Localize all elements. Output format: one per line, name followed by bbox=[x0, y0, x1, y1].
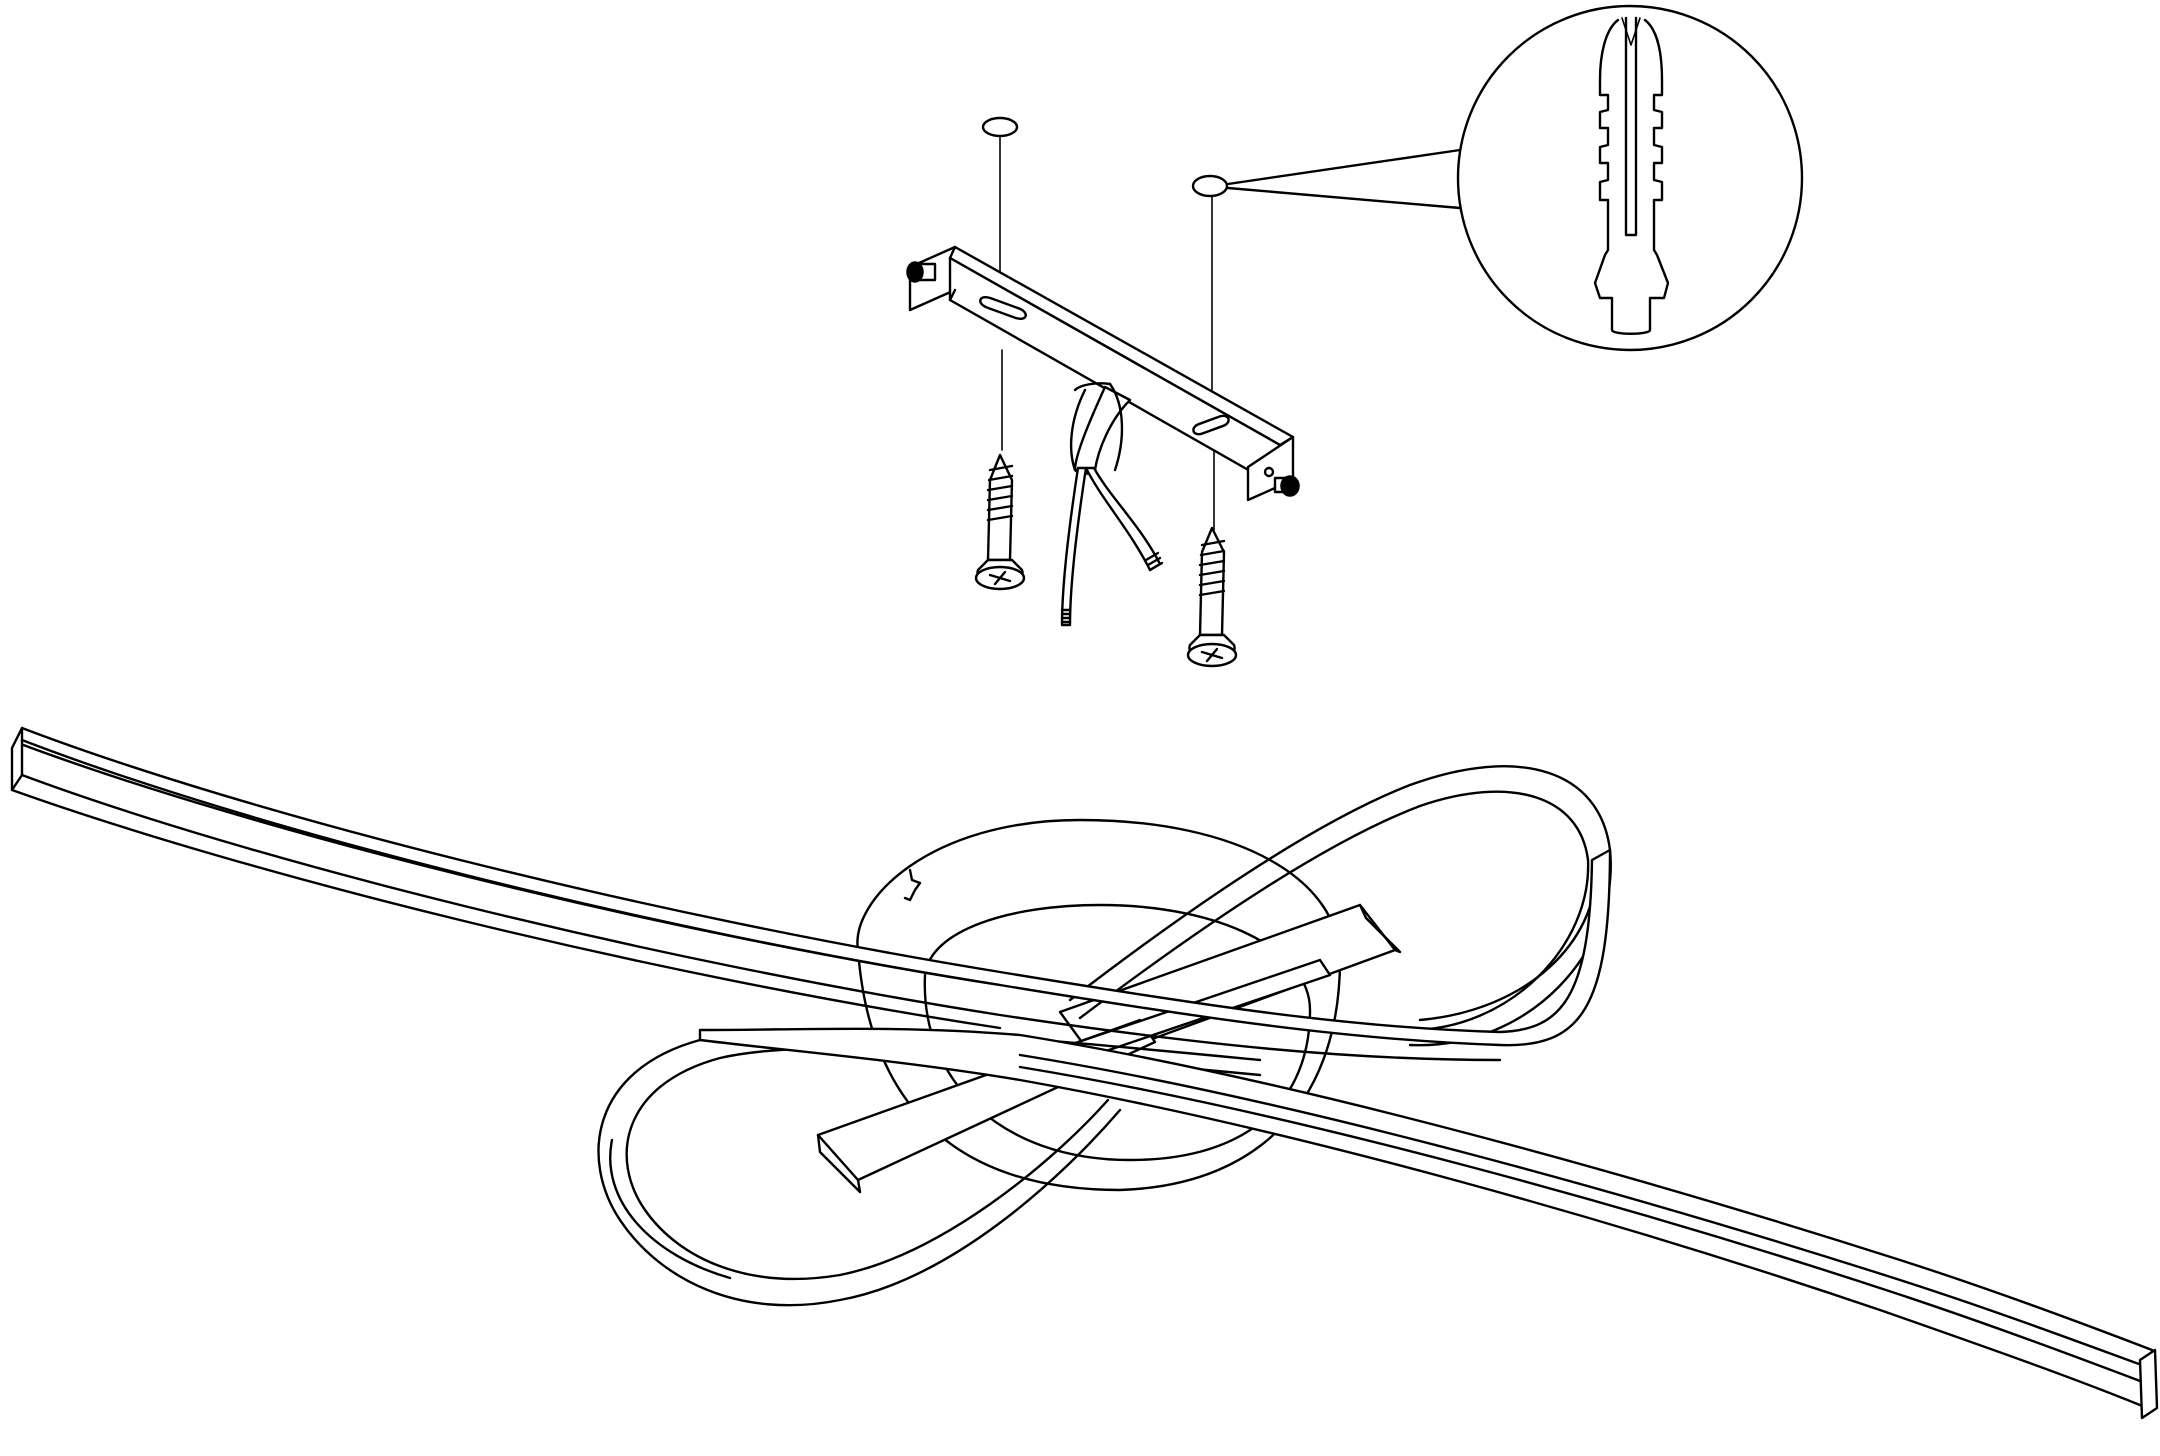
ribbon-arm-right-end bbox=[2138, 1348, 2159, 1420]
canopy-keyhole bbox=[903, 868, 922, 902]
ribbon-loop-rear-outer bbox=[1068, 765, 1612, 1047]
bracket-slot-left bbox=[979, 296, 1027, 320]
callout-circle bbox=[1456, 4, 1804, 352]
drill-hole-right bbox=[1191, 174, 1229, 198]
power-cable bbox=[1060, 382, 1164, 627]
ribbon-arm-lower bbox=[698, 1027, 2154, 1412]
callout-leader-top bbox=[1226, 148, 1462, 186]
ribbon-arm-left-end bbox=[10, 726, 24, 792]
drill-hole-left bbox=[981, 116, 1019, 138]
led-ribbon-arm bbox=[10, 726, 2159, 1420]
bracket-screw-left bbox=[906, 261, 937, 283]
bracket-front-face bbox=[948, 256, 1282, 490]
wall-screw-right bbox=[1186, 526, 1238, 668]
bracket-screw-right bbox=[1273, 475, 1300, 497]
wall-plug-detail-callout bbox=[1226, 4, 1804, 352]
wall-screw-left bbox=[974, 453, 1026, 591]
mounting-bracket bbox=[908, 245, 1295, 502]
wall-plug-icon bbox=[1593, 16, 1670, 335]
drill-holes-group bbox=[981, 116, 1229, 531]
bracket-slot-right bbox=[1192, 414, 1230, 436]
callout-leader-bottom bbox=[1226, 186, 1462, 210]
